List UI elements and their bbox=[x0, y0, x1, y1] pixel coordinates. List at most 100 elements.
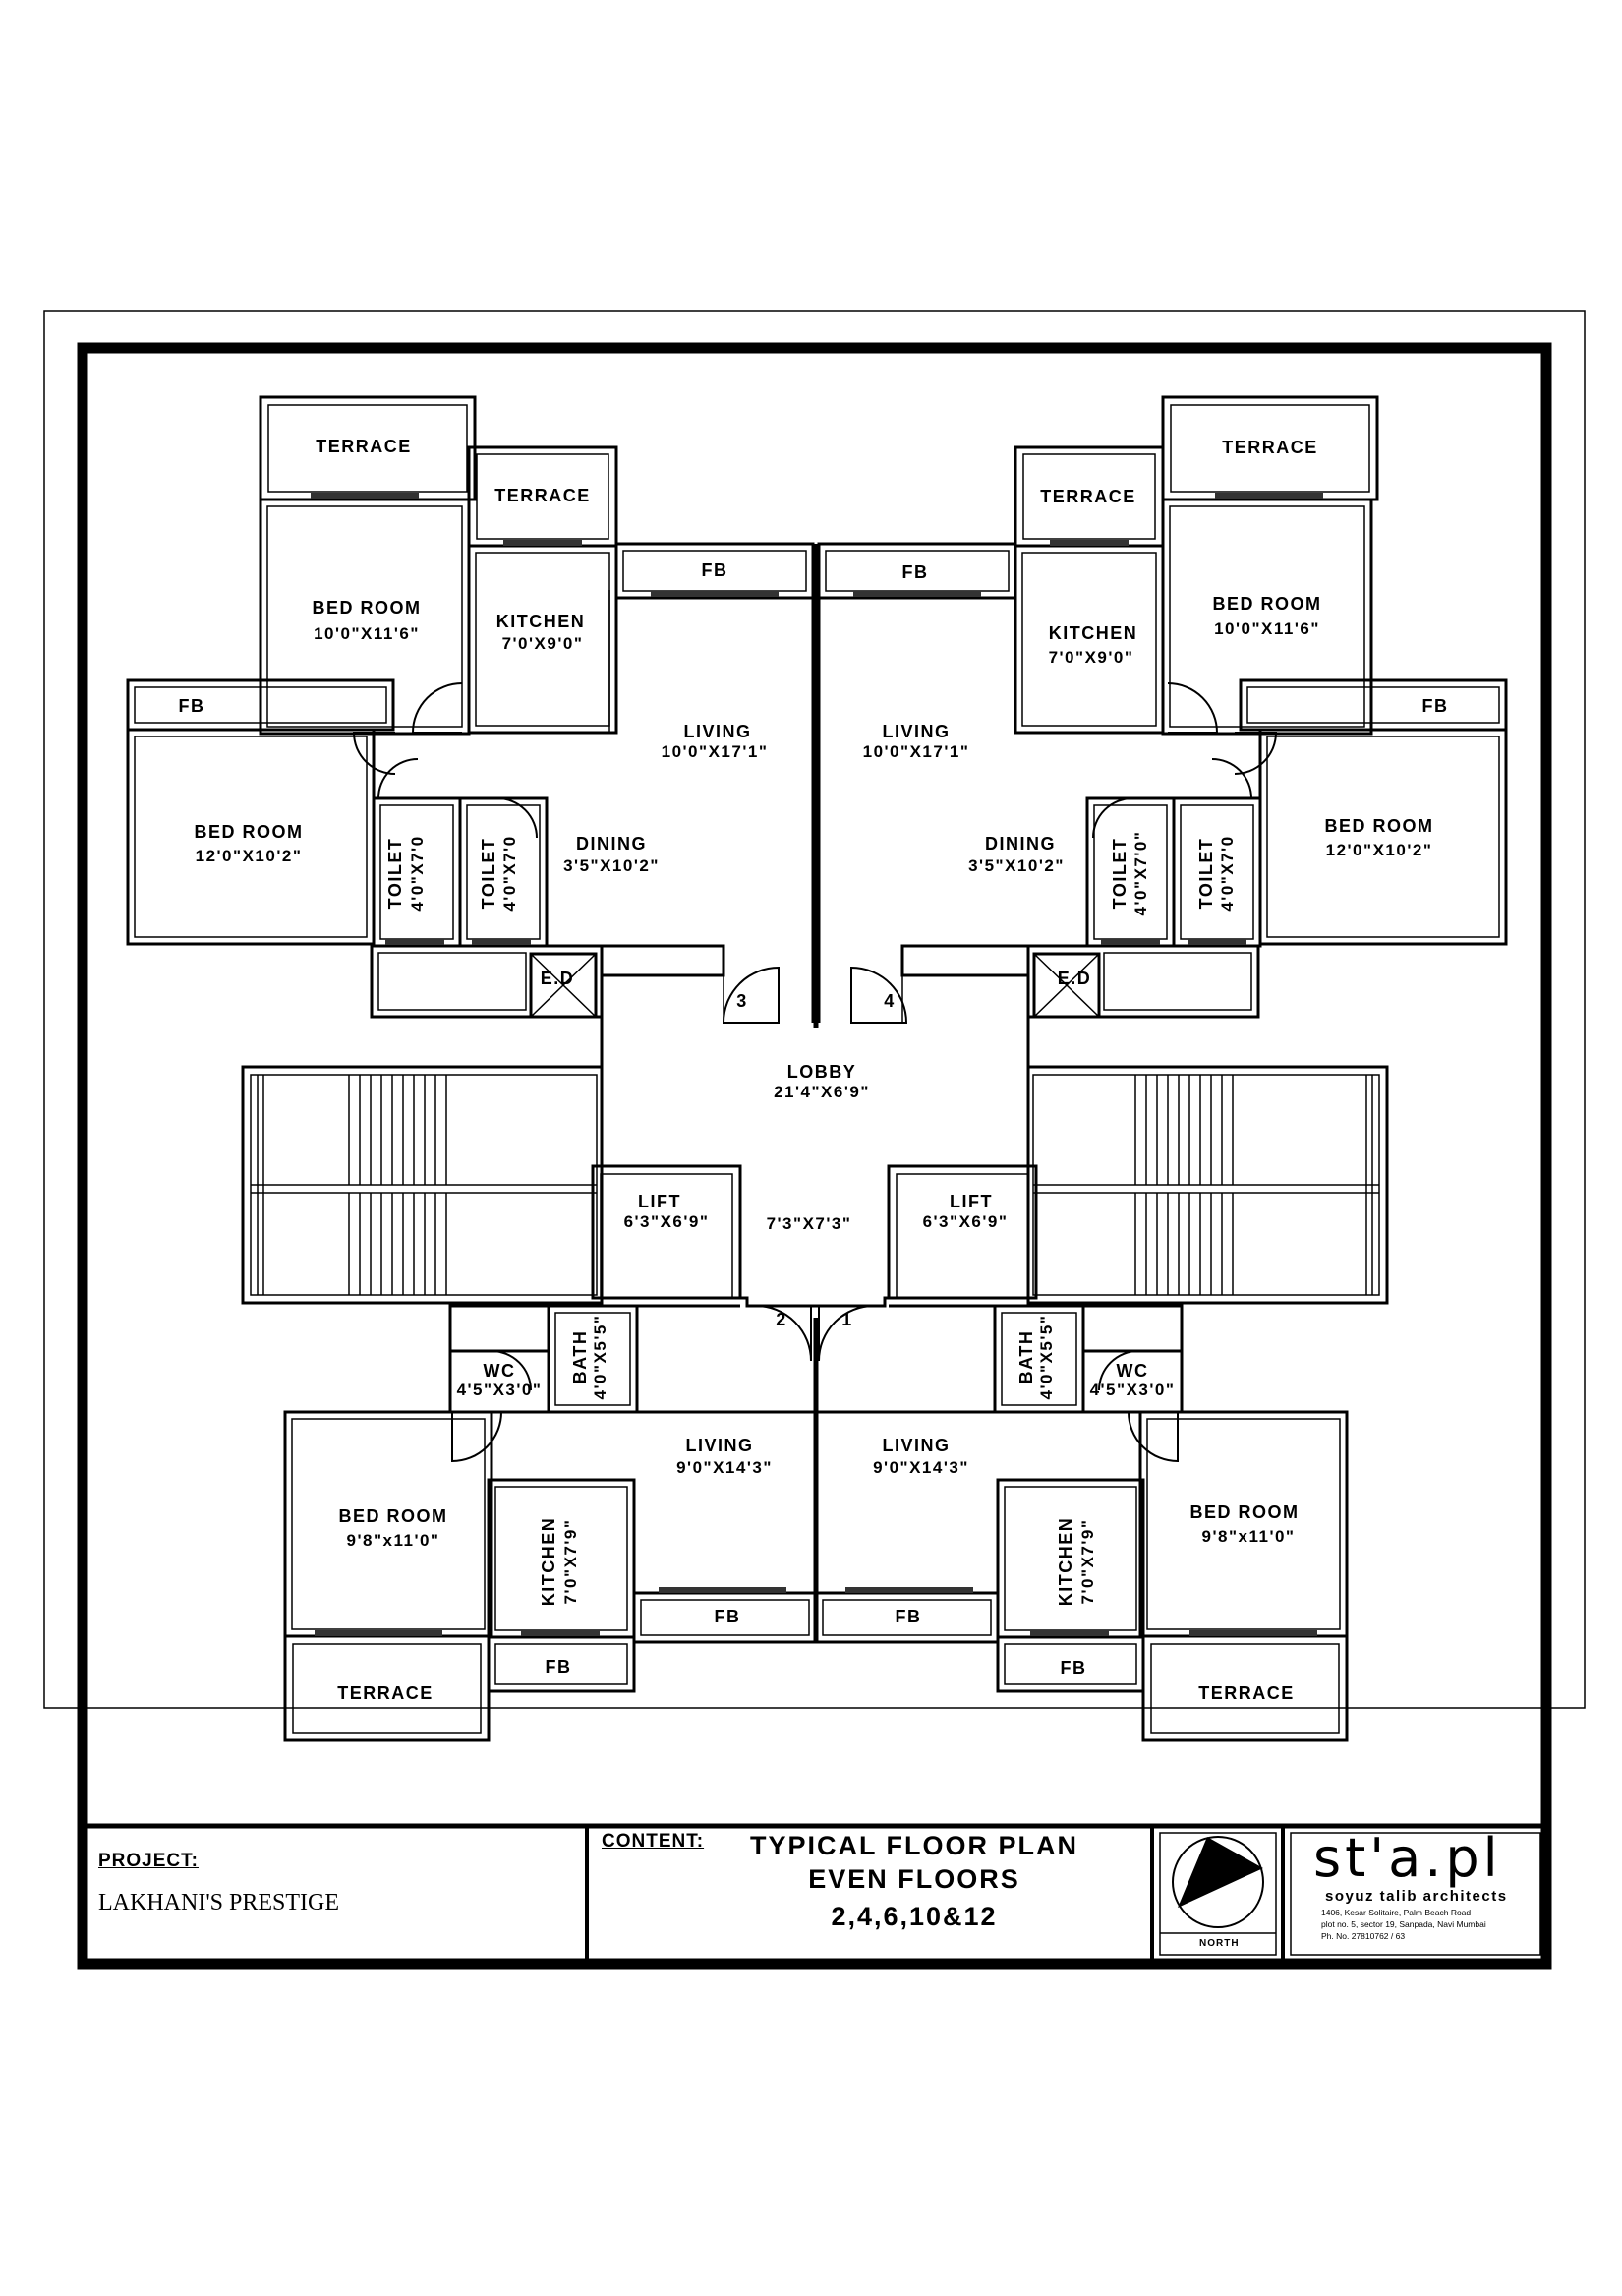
wall-tr-dining bbox=[900, 944, 1087, 1062]
label-br-bedroom: BED ROOM bbox=[1190, 1502, 1300, 1522]
firm-address-2: plot no. 5, sector 19, Sanpada, Navi Mum… bbox=[1321, 1919, 1486, 1929]
label-br-terrace: TERRACE bbox=[1198, 1683, 1295, 1703]
door-swings bbox=[352, 682, 1278, 1463]
stair-treads-left bbox=[257, 1075, 447, 1295]
project-heading: PROJECT: bbox=[98, 1851, 199, 1871]
drawing-frame bbox=[77, 342, 1552, 1970]
title-block-frame bbox=[585, 1826, 1541, 1964]
label-tr-bedroom-1: BED ROOM bbox=[1213, 594, 1322, 614]
wall-tl-balcony bbox=[370, 944, 604, 1019]
label-lift-right: LIFT bbox=[950, 1192, 993, 1211]
label-bl-terrace: TERRACE bbox=[337, 1683, 434, 1703]
size-tl-bedroom-1: 10'0"X11'6" bbox=[314, 624, 420, 643]
size-tl-toilet-1: 4'0"X7'0 bbox=[408, 835, 427, 911]
label-br-kitchen: KITCHEN bbox=[1056, 1517, 1075, 1607]
label-tl-kitchen: KITCHEN bbox=[496, 612, 586, 631]
label-tl-ed: E.D bbox=[541, 969, 575, 988]
label-tr-toilet-1: TOILET bbox=[1110, 838, 1130, 910]
size-bl-bedroom: 9'8"x11'0" bbox=[347, 1531, 440, 1550]
label-bl-fb-2: FB bbox=[546, 1657, 572, 1677]
size-br-kitchen: 7'0"X7'9" bbox=[1078, 1519, 1097, 1605]
wall-stair-right bbox=[1026, 1065, 1389, 1305]
label-tr-kitchen: KITCHEN bbox=[1049, 623, 1138, 643]
size-lobby: 21'4"X6'9" bbox=[774, 1083, 870, 1101]
label-lift-left: LIFT bbox=[638, 1192, 681, 1211]
flat-number-2: 2 bbox=[776, 1310, 787, 1329]
wall-lift-left bbox=[591, 1164, 742, 1300]
label-bl-wc: WC bbox=[484, 1361, 516, 1381]
wall-tr-ed bbox=[1032, 952, 1101, 1019]
room-labels: TERRACE TERRACE FB FB BED ROOM 10'0"X11'… bbox=[179, 437, 1448, 1703]
size-tl-living: 10'0"X17'1" bbox=[662, 742, 769, 761]
firm-logo: st'a.pl bbox=[1313, 1827, 1502, 1889]
label-br-wc: WC bbox=[1117, 1361, 1149, 1381]
label-tr-terrace-inner: TERRACE bbox=[1040, 487, 1136, 506]
size-bl-wc: 4'5"X3'0" bbox=[457, 1381, 543, 1399]
project-name: LAKHANI'S PRESTIGE bbox=[98, 1890, 339, 1915]
label-tl-bedroom-1: BED ROOM bbox=[313, 598, 422, 618]
wall-tl-ed bbox=[529, 952, 598, 1019]
size-tr-toilet-1: 4'0"X7'0" bbox=[1131, 831, 1150, 916]
firm-address-1: 1406, Kesar Solitaire, Palm Beach Road bbox=[1321, 1908, 1472, 1917]
wall-bl-bath bbox=[547, 1304, 639, 1414]
label-br-living: LIVING bbox=[882, 1436, 950, 1455]
label-tr-terrace-outer: TERRACE bbox=[1222, 438, 1318, 457]
wall-tr-toilet-2 bbox=[1172, 796, 1262, 948]
label-tl-fb-side: FB bbox=[179, 696, 205, 716]
label-tl-terrace-inner: TERRACE bbox=[494, 486, 591, 505]
size-tl-dining: 3'5"X10'2" bbox=[563, 856, 660, 875]
wall-tl-living bbox=[616, 596, 815, 1023]
size-tr-bedroom-2: 12'0"X10'2" bbox=[1326, 841, 1433, 859]
size-tl-toilet-2: 4'0"X7'0 bbox=[500, 835, 519, 911]
size-tr-toilet-2: 4'0"X7'0 bbox=[1218, 835, 1237, 911]
label-br-bath: BATH bbox=[1016, 1330, 1036, 1384]
north-label: NORTH bbox=[1199, 1938, 1240, 1949]
label-tr-dining: DINING bbox=[985, 834, 1056, 854]
label-br-fb-1: FB bbox=[896, 1607, 922, 1626]
label-bl-fb-1: FB bbox=[715, 1607, 741, 1626]
outer-sheet-border bbox=[43, 310, 1586, 1709]
wall-stair-left bbox=[241, 1065, 604, 1305]
wall-br-bath bbox=[993, 1304, 1085, 1414]
windows bbox=[311, 493, 1323, 1636]
content-heading: CONTENT: bbox=[602, 1831, 705, 1852]
label-tr-living: LIVING bbox=[882, 722, 950, 741]
size-tl-kitchen: 7'0'X9'0" bbox=[502, 634, 584, 653]
wall-br-bedroom bbox=[1138, 1410, 1349, 1638]
size-tr-kitchen: 7'0"X9'0" bbox=[1049, 648, 1134, 667]
label-bl-kitchen: KITCHEN bbox=[539, 1517, 558, 1607]
flat-number-3: 3 bbox=[736, 991, 748, 1011]
label-tl-living: LIVING bbox=[683, 722, 751, 741]
label-tl-toilet-1: TOILET bbox=[385, 838, 405, 910]
label-tl-terrace-outer: TERRACE bbox=[316, 437, 412, 456]
label-br-fb-2: FB bbox=[1061, 1658, 1087, 1678]
wall-tl-dining bbox=[547, 944, 725, 1062]
wall-tr-living bbox=[817, 596, 1015, 1023]
label-lobby: LOBBY bbox=[787, 1062, 857, 1082]
flat-numbers: 1 2 3 4 bbox=[736, 991, 896, 1329]
wall-tr-balcony bbox=[1026, 944, 1260, 1019]
stair-treads-right bbox=[1134, 1075, 1373, 1295]
label-bl-bedroom: BED ROOM bbox=[339, 1506, 448, 1526]
size-lift-right: 6'3"X6'9" bbox=[923, 1212, 1009, 1231]
size-br-living: 9'0"X14'3" bbox=[873, 1458, 969, 1477]
label-tl-fb-top: FB bbox=[702, 560, 728, 580]
size-bl-kitchen: 7'0"X7'9" bbox=[561, 1519, 580, 1605]
label-tr-bedroom-2: BED ROOM bbox=[1325, 816, 1434, 836]
size-tl-bedroom-2: 12'0"X10'2" bbox=[196, 847, 303, 865]
size-lift-left: 6'3"X6'9" bbox=[624, 1212, 710, 1231]
wall-tr-toilet-1 bbox=[1085, 796, 1176, 948]
drawing-title-line-2: EVEN FLOORS bbox=[808, 1864, 1020, 1894]
label-bl-bath: BATH bbox=[570, 1330, 590, 1384]
size-br-wc: 4'5"X3'0" bbox=[1090, 1381, 1176, 1399]
wall-lift-right bbox=[887, 1164, 1038, 1300]
label-tr-toilet-2: TOILET bbox=[1196, 838, 1216, 910]
flat-number-4: 4 bbox=[884, 991, 896, 1011]
north-arrow-icon bbox=[1172, 1836, 1264, 1928]
label-tl-bedroom-2: BED ROOM bbox=[195, 822, 304, 842]
size-tr-living: 10'0"X17'1" bbox=[863, 742, 970, 761]
drawing-title-line-1: TYPICAL FLOOR PLAN bbox=[749, 1831, 1078, 1860]
size-bl-bath: 4'0"X5'5" bbox=[591, 1315, 609, 1400]
size-bl-living: 9'0"X14'3" bbox=[676, 1458, 773, 1477]
